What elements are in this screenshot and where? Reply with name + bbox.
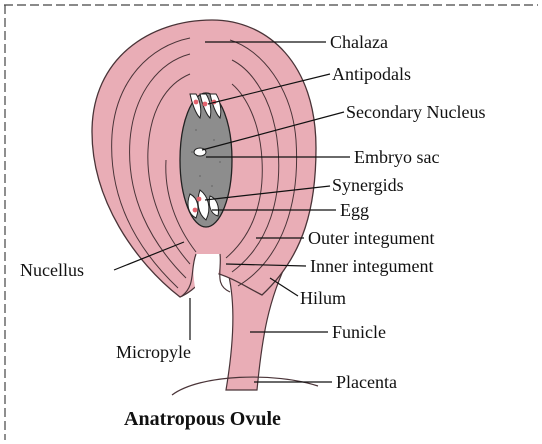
label-nucellus: Nucellus (20, 260, 84, 280)
label-chalaza: Chalaza (330, 32, 388, 52)
label-synergids: Synergids (332, 175, 404, 195)
label-micropyle: Micropyle (116, 342, 191, 362)
label-antipodals: Antipodals (332, 64, 411, 84)
diagram-title: Anatropous Ovule (124, 408, 281, 430)
label-secondary-nucleus: Secondary Nucleus (346, 102, 485, 122)
label-embryo-sac: Embryo sac (354, 147, 439, 167)
label-outer-integument: Outer integument (308, 228, 434, 248)
label-egg: Egg (340, 200, 369, 220)
label-inner-integument: Inner integument (310, 256, 433, 276)
label-hilum: Hilum (300, 288, 346, 308)
label-funicle: Funicle (332, 322, 386, 342)
micropyle-gap (193, 254, 220, 300)
label-placenta: Placenta (336, 372, 397, 392)
